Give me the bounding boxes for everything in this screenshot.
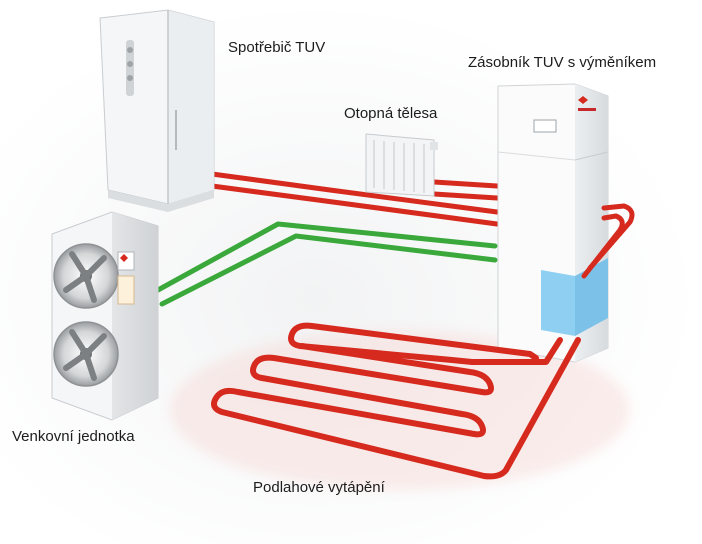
dhw-tank	[497, 83, 609, 363]
shower-cabin	[99, 9, 215, 212]
floor-heating-label: Podlahové vytápění	[253, 479, 386, 496]
outdoor-unit	[51, 211, 159, 421]
radiator-label: Otopná tělesa	[344, 105, 438, 122]
outdoor-unit-label: Venkovní jednotka	[12, 428, 135, 445]
radiator-pipes	[431, 179, 500, 201]
heat-exchanger-zone	[541, 270, 575, 336]
tank-label: Zásobník TUV s výměníkem	[468, 54, 656, 71]
floor-heating-loop	[211, 322, 581, 480]
dhw-pipes	[209, 171, 500, 227]
radiator	[365, 133, 438, 197]
return-pipes	[155, 221, 498, 307]
shower-label: Spotřebič TUV	[228, 39, 325, 56]
tank-loop-pipes	[581, 203, 635, 279]
